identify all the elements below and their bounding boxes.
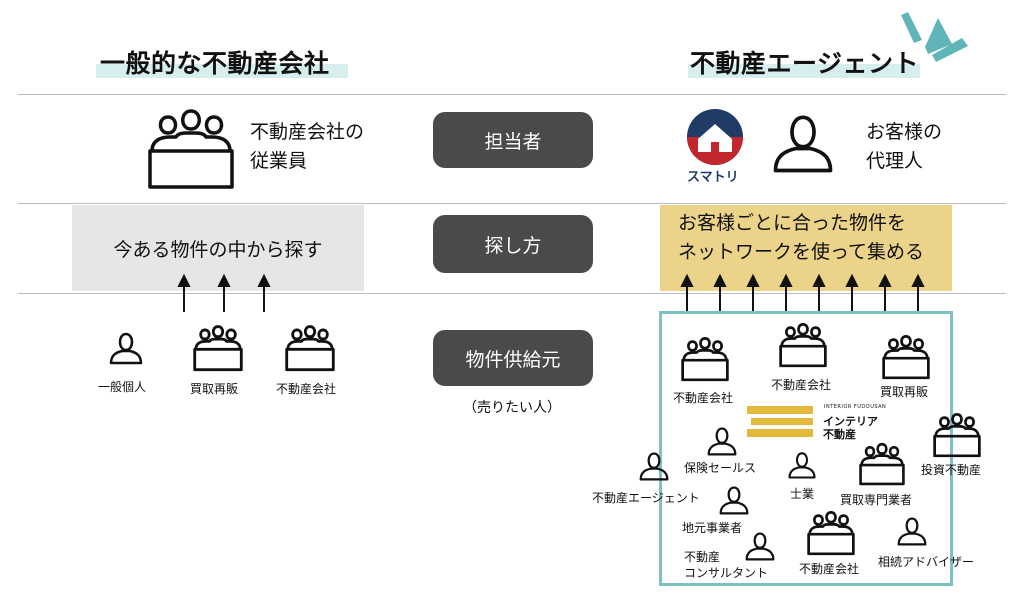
divider-top <box>18 94 1006 95</box>
group-people-icon <box>858 440 906 486</box>
interior-logo-line1: インテリア <box>823 415 878 428</box>
person-icon <box>744 530 776 562</box>
group-people-icon <box>680 334 730 382</box>
person-icon <box>108 330 144 366</box>
accent-rays-icon <box>901 12 968 62</box>
row-label-sagashikata: 探し方 <box>433 215 593 273</box>
group-people-icon <box>146 103 236 191</box>
network-node-label-6: 士業 <box>790 487 815 501</box>
interior-logo-small-text: INTERIOR FUDOUSAN <box>824 404 887 410</box>
network-node-label-2: 不動産会社 <box>771 378 832 392</box>
group-people-icon <box>806 508 856 556</box>
left-source-label-3: 不動産会社 <box>276 382 337 396</box>
left-search-box: 今ある物件の中から探す <box>72 205 364 291</box>
network-node-label-12: 相続アドバイザー <box>878 555 975 569</box>
person-icon <box>718 484 750 516</box>
person-icon <box>770 108 836 178</box>
network-node-label-11: 不動産会社 <box>799 562 860 576</box>
network-node-label-3: 買取再販 <box>880 385 929 399</box>
network-node-label-7: 買取専門業者 <box>840 493 913 507</box>
network-node-label-5: 不動産エージェント <box>592 491 700 505</box>
network-node-label-4: 保険セールス <box>684 461 757 475</box>
network-node-label-10: 不動産 コンサルタント <box>684 550 769 580</box>
left-source-label-2: 買取再販 <box>190 382 239 396</box>
sumatori-logo-text: スマトリ <box>687 170 739 185</box>
group-people-icon <box>932 410 982 458</box>
group-people-icon <box>881 332 931 380</box>
person-icon <box>787 450 817 480</box>
interior-fudousan-logo <box>747 406 817 442</box>
divider-middle <box>18 203 1006 204</box>
left-header-title: 一般的な不動産会社 <box>100 49 330 78</box>
right-header-title: 不動産エージェント <box>690 49 920 78</box>
network-node-label-1: 不動産会社 <box>673 391 734 405</box>
row-sublabel-kyokyumoto: （売りたい人） <box>463 400 561 416</box>
row-label-kyokyumoto: 物件供給元 <box>433 330 593 386</box>
left-staff-label: 不動産会社の 従業員 <box>250 121 365 172</box>
right-search-label: お客様ごとに合った物件を ネットワークを使って集める <box>678 212 925 263</box>
network-node-label-9: 地元事業者 <box>682 521 743 535</box>
network-frame <box>659 311 953 586</box>
right-search-box: お客様ごとに合った物件を ネットワークを使って集める <box>660 205 952 291</box>
group-people-icon <box>284 322 336 372</box>
person-icon <box>638 450 670 482</box>
person-icon <box>896 515 928 547</box>
divider-lower <box>18 293 1006 294</box>
right-header-highlight <box>688 64 920 78</box>
group-people-icon <box>778 320 828 368</box>
right-agent-label: お客様の 代理人 <box>866 121 943 172</box>
sumatori-logo <box>686 106 744 182</box>
left-header-highlight <box>96 64 348 78</box>
row-label-tantousha: 担当者 <box>433 112 593 168</box>
group-people-icon <box>192 322 244 372</box>
person-icon <box>706 425 738 457</box>
left-source-label-1: 一般個人 <box>98 380 147 394</box>
interior-logo-line2: 不動産 <box>823 428 856 441</box>
network-node-label-8: 投資不動産 <box>921 463 982 477</box>
